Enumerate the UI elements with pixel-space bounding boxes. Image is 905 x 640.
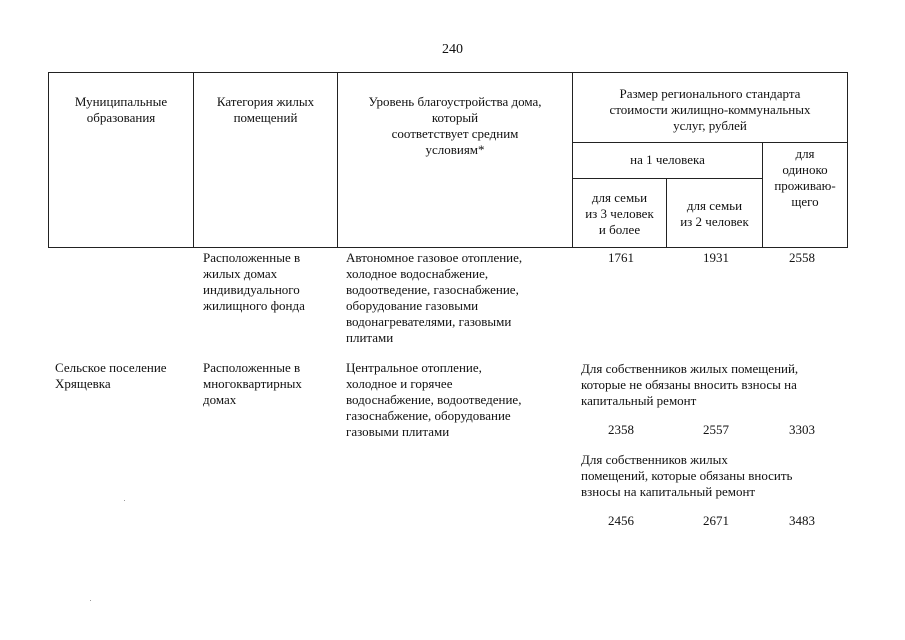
header-left-border (48, 72, 49, 248)
row2-group1-note: Для собственников жилых помещений, котор… (581, 361, 799, 408)
subheader-line-1 (572, 142, 848, 143)
header-top-border (48, 72, 848, 73)
row1-value-family2: 1931 (703, 250, 729, 265)
header-municipal: Муниципальные образования (74, 94, 168, 125)
col-sep-family (666, 178, 667, 248)
col-sep-1 (193, 72, 194, 248)
row2-group2-value-family3: 2456 (608, 513, 634, 528)
page-number: 240 (442, 42, 463, 57)
header-family3: для семьи из 3 человек и более (585, 190, 654, 237)
header-category: Категория жилых помещений (216, 94, 315, 125)
row2-group2-value-single: 3483 (789, 513, 815, 528)
header-per-person: на 1 человека (630, 152, 705, 167)
row2-level: Центральное отопление, холодное и горяче… (346, 360, 522, 439)
row1-level: Автономное газовое отопление, холодное в… (346, 250, 523, 345)
row2-municipality: Сельское поселение Хрящевка (55, 360, 167, 391)
header-single: для одиноко проживаю- щего (774, 146, 836, 209)
table-header: Муниципальные образования Категория жилы… (48, 72, 848, 248)
subheader-line-2 (572, 178, 762, 179)
row2-group1-value-family2: 2557 (703, 422, 729, 437)
col-sep-single (762, 142, 763, 248)
row2-group2-note: Для собственников жилых помещений, котор… (581, 452, 793, 499)
header-bottom-border (48, 247, 848, 248)
col-sep-2 (337, 72, 338, 248)
header-family2: для семьи из 2 человек (680, 198, 749, 229)
row2-group1-value-single: 3303 (789, 422, 815, 437)
header-right-border (847, 72, 848, 248)
row1-value-family3: 1761 (608, 250, 634, 265)
row2-group2-value-family2: 2671 (703, 513, 729, 528)
scan-speck (90, 600, 91, 601)
row2-category: Расположенные в многоквартирных домах (203, 360, 302, 407)
row1-category: Расположенные в жилых домах индивидуальн… (203, 250, 305, 313)
col-sep-3 (572, 72, 573, 248)
header-level: Уровень благоустройства дома, который со… (368, 94, 542, 157)
scan-speck (124, 500, 125, 501)
row2-group1-value-family3: 2358 (608, 422, 634, 437)
row1-value-single: 2558 (789, 250, 815, 265)
header-standard: Размер регионального стандарта стоимости… (609, 86, 811, 133)
